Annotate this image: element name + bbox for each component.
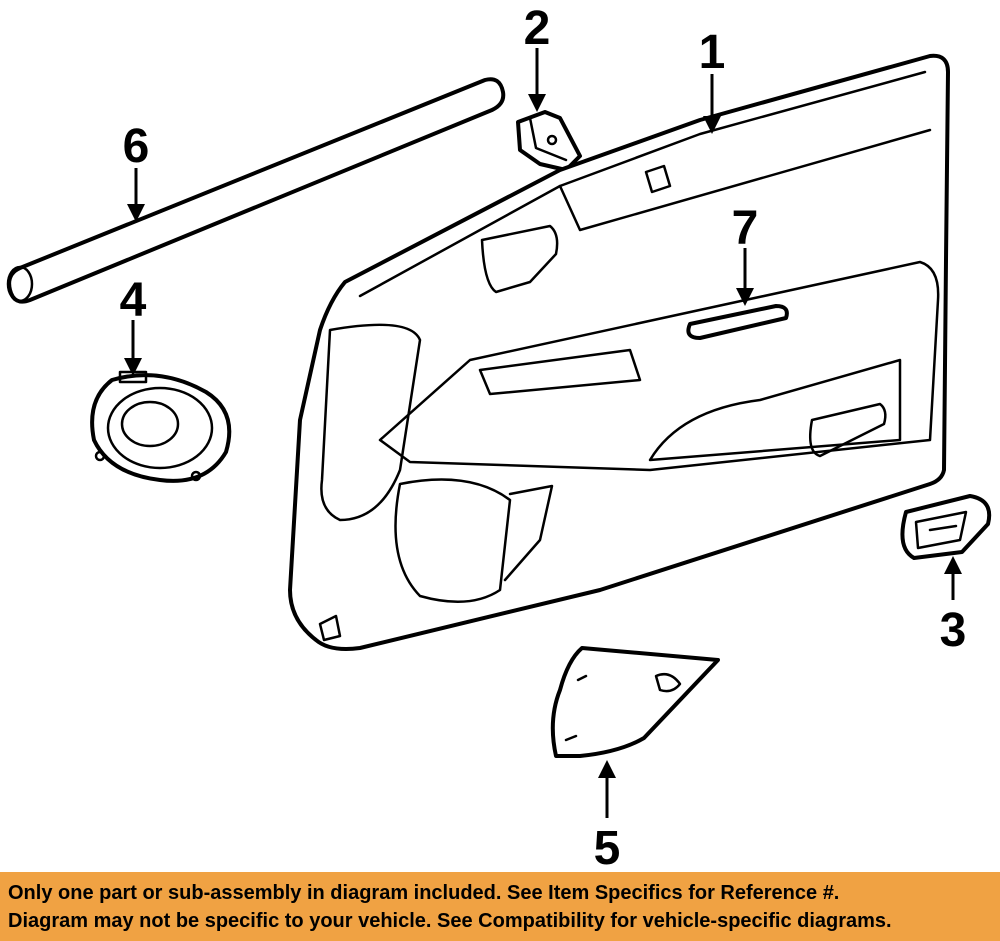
leader-1 (703, 74, 721, 134)
callout-2: 2 (524, 2, 551, 55)
leader-6 (127, 168, 145, 222)
part-7-handle-bezel (686, 304, 789, 340)
part-4-speaker (90, 370, 232, 483)
callout-1: 1 (699, 26, 726, 79)
callout-6: 6 (123, 120, 150, 173)
callout-3: 3 (940, 604, 967, 657)
leader-2 (528, 48, 546, 112)
part-6-belt-molding (6, 77, 506, 304)
leader-7 (736, 248, 754, 306)
disclaimer-line-2: Diagram may not be specific to your vehi… (8, 910, 892, 932)
leader-5 (598, 760, 616, 818)
leader-4 (124, 320, 142, 376)
callout-5: 5 (594, 822, 621, 870)
callout-7: 7 (732, 202, 759, 255)
part-1-door-panel (288, 53, 950, 651)
part-2-bracket (516, 110, 582, 172)
leader-3 (944, 556, 962, 600)
callout-4: 4 (120, 274, 147, 327)
disclaimer-banner: Only one part or sub-assembly in diagram… (0, 872, 1000, 941)
disclaimer-line-1: Only one part or sub-assembly in diagram… (8, 882, 840, 904)
parts-diagram: 1 2 3 4 5 6 7 (6, 2, 992, 870)
part-3-inside-handle (900, 494, 992, 560)
part-5-trim-cover (550, 646, 720, 758)
